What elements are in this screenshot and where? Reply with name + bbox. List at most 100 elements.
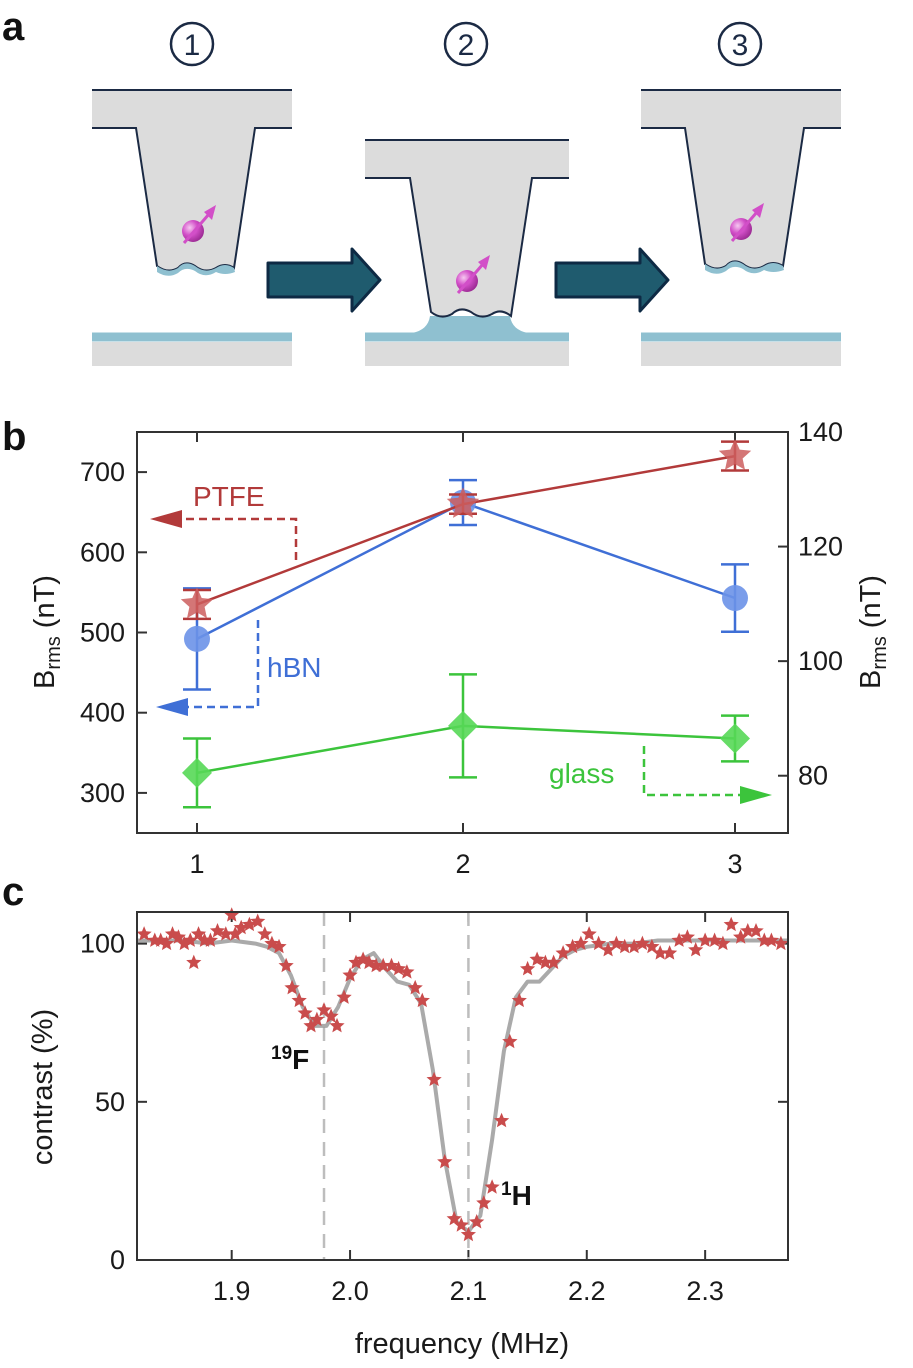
y-tick-label-left: 300 bbox=[80, 778, 125, 808]
step-number-3: 3 bbox=[732, 29, 749, 62]
data-point-star bbox=[182, 932, 198, 947]
y-tick-label: 50 bbox=[95, 1087, 125, 1117]
series-line-ptfe bbox=[196, 454, 736, 606]
data-point-star bbox=[460, 1226, 476, 1242]
y-tick-label-right: 100 bbox=[798, 646, 843, 676]
series-label-glass: glass bbox=[549, 758, 614, 789]
data-point-star bbox=[257, 926, 273, 941]
data-point-star bbox=[634, 935, 650, 951]
tip-outline-2 bbox=[365, 139, 569, 318]
series-label-ptfe: PTFE bbox=[193, 481, 265, 512]
data-point-star bbox=[437, 1153, 453, 1169]
ptfe-axis-pointer bbox=[180, 517, 298, 560]
panel-label-a: a bbox=[2, 5, 25, 49]
data-point-star bbox=[617, 938, 633, 954]
data-point-star bbox=[278, 957, 294, 973]
sample-substrate-2 bbox=[365, 342, 569, 366]
reference-lines-c bbox=[322, 912, 470, 1260]
data-point-star bbox=[271, 938, 287, 954]
step-number-circle bbox=[169, 21, 215, 67]
data-point-hbn bbox=[722, 585, 748, 612]
data-point-star bbox=[375, 957, 391, 973]
axes-b: 300 400 500 600 700 80 100 120 140 1 2 3 bbox=[80, 417, 843, 879]
data-point-star bbox=[511, 992, 527, 1008]
data-point-star bbox=[297, 1005, 313, 1020]
y-tick-label-left: 400 bbox=[80, 698, 125, 728]
y-tick-label-left: 700 bbox=[80, 457, 125, 487]
step-3: 3 bbox=[641, 21, 841, 366]
data-point-star bbox=[484, 1179, 500, 1194]
data-point-star bbox=[303, 1017, 319, 1033]
data-point-star bbox=[581, 926, 597, 941]
step-number-1: 1 bbox=[184, 29, 201, 62]
x-tick-label: 1 bbox=[189, 849, 204, 879]
data-point-star bbox=[723, 916, 739, 932]
data-point-star bbox=[348, 954, 364, 970]
data-point-star bbox=[176, 935, 192, 951]
data-point-star bbox=[336, 989, 352, 1004]
data-point-star bbox=[309, 1011, 325, 1026]
plot-frame-c bbox=[136, 911, 789, 1261]
data-point-star bbox=[190, 926, 207, 941]
fit-line bbox=[137, 938, 788, 1234]
x-axis-label-c: frequency (MHz) bbox=[355, 1328, 569, 1360]
step-number-circle bbox=[443, 21, 489, 67]
x-tick-label: 3 bbox=[727, 849, 742, 879]
data-point-star bbox=[715, 935, 731, 951]
x-tick-label: 2.3 bbox=[686, 1276, 724, 1306]
x-tick-label: 2 bbox=[455, 849, 470, 879]
y-tick-label: 100 bbox=[80, 929, 125, 959]
data-point-star bbox=[170, 929, 186, 944]
y-tick-label-left: 500 bbox=[80, 618, 125, 648]
data-point-star bbox=[250, 913, 266, 928]
data-point-star bbox=[159, 935, 175, 951]
y-tick-label: 0 bbox=[110, 1245, 125, 1275]
data-point-star bbox=[227, 926, 243, 941]
x-tick-label: 2.1 bbox=[450, 1276, 488, 1306]
glass-axis-pointer bbox=[642, 746, 742, 797]
data-point-star bbox=[688, 942, 704, 957]
data-point-star bbox=[502, 1033, 518, 1049]
step-number-2: 2 bbox=[458, 29, 475, 62]
y-tick-label-right: 80 bbox=[798, 761, 828, 791]
step-number-circle bbox=[717, 21, 763, 67]
arrow-right-icon bbox=[554, 247, 670, 313]
data-point-star bbox=[520, 960, 536, 976]
data-point-star bbox=[342, 967, 358, 982]
data-point-star bbox=[426, 1071, 442, 1087]
y-tick-label-right: 120 bbox=[798, 532, 843, 562]
peak-label-fluorine: 19F bbox=[271, 1043, 309, 1075]
data-point-star bbox=[740, 923, 756, 938]
data-point-hbn bbox=[184, 625, 210, 652]
series-line-hbn bbox=[196, 501, 736, 641]
y-tick-label-left: 600 bbox=[80, 537, 125, 567]
hbn-arrow-icon bbox=[156, 698, 188, 716]
data-point-star bbox=[316, 1002, 332, 1017]
data-point-glass bbox=[182, 757, 212, 788]
data-point-star bbox=[679, 929, 695, 944]
data-point-ptfe bbox=[180, 587, 214, 619]
data-point-glass bbox=[720, 723, 750, 754]
data-point-star bbox=[773, 935, 789, 951]
data-point-star bbox=[284, 979, 300, 995]
data-point-star bbox=[446, 1210, 462, 1226]
tip-1 bbox=[92, 90, 292, 271]
data-point-star bbox=[537, 954, 553, 970]
ptfe-arrow-icon bbox=[150, 510, 182, 528]
sample-substrate-3 bbox=[641, 342, 841, 366]
data-point-star bbox=[591, 935, 607, 951]
step-1: 1 bbox=[92, 21, 292, 366]
panel-label-c: c bbox=[2, 870, 24, 914]
y-tick-label-right: 140 bbox=[798, 417, 843, 447]
data-point-star bbox=[763, 932, 779, 947]
data-point-star bbox=[644, 938, 660, 954]
data-point-star bbox=[218, 926, 234, 941]
sample-substrate-1 bbox=[92, 342, 292, 366]
data-point-star bbox=[748, 923, 764, 938]
data-point-star bbox=[202, 932, 218, 947]
schematic: 1 2 bbox=[92, 21, 841, 366]
x-tick-label: 2.0 bbox=[331, 1276, 369, 1306]
